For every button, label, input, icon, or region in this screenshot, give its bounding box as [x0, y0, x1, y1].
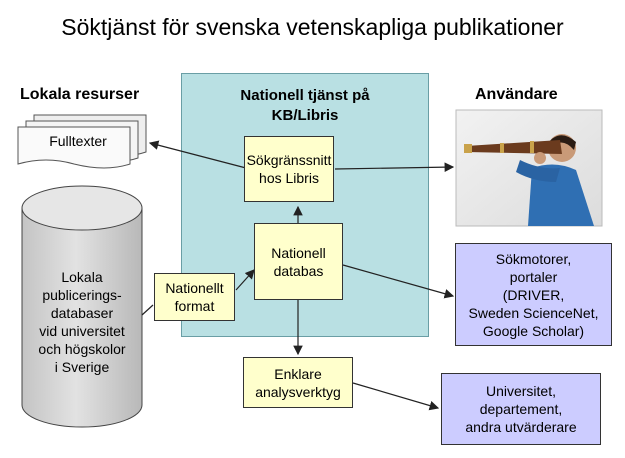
search-interface-box: Sökgränssnitt hos Libris: [244, 136, 334, 202]
national-database-box: Nationell databas: [254, 223, 343, 300]
arrow-search-to-user: [334, 162, 455, 172]
search-engines-box: Sökmotorer, portaler (DRIVER, Sweden Sci…: [455, 243, 612, 346]
national-format-box: Nationellt format: [154, 273, 235, 321]
page-title: Söktjänst för svenska vetenskapliga publ…: [61, 14, 564, 40]
line-cylinder-to-format: [141, 304, 154, 316]
header-users: Användare: [475, 86, 558, 103]
header-local-resources: Lokala resurser: [20, 86, 140, 103]
arrow-database-to-search-engines: [342, 264, 455, 299]
analysis-tools-box: Enklare analysverktyg: [243, 357, 353, 408]
fulltexts-label: Fulltexter: [49, 133, 107, 149]
header-national-service: Nationell tjänst på KB/Libris: [240, 87, 370, 124]
arrow-format-to-database: [235, 269, 255, 291]
fulltext-documents-icon: [17, 114, 147, 169]
arrow-analysis-to-universities: [352, 382, 440, 411]
user-telescope-image: [455, 109, 603, 227]
universities-box: Universitet, departement, andra utvärder…: [441, 373, 601, 445]
arrow-search-to-fulltexts: [148, 140, 247, 169]
local-databases-cylinder-icon: [21, 185, 143, 428]
local-databases-label: Lokala publicerings- databaser vid unive…: [38, 269, 126, 375]
